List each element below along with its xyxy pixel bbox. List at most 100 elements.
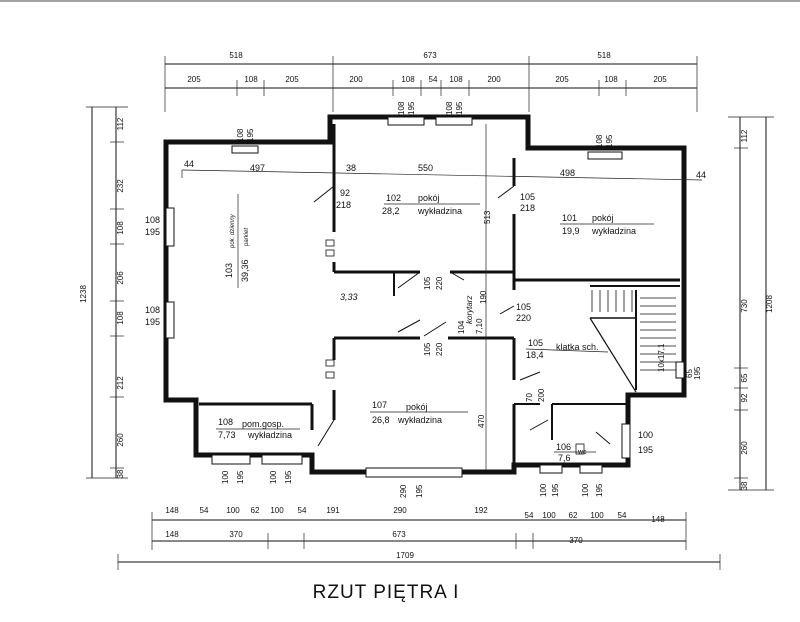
dim-right-total: 1208 xyxy=(765,295,774,313)
room-101-name: pokój xyxy=(592,213,614,223)
window-labels: 108 195 108 195 108 195 108 195 108 195 … xyxy=(145,101,702,498)
window-bottom-108-b xyxy=(261,454,303,465)
win-top-left-w: 108 xyxy=(236,128,245,142)
win-left1-w: 108 xyxy=(145,215,160,225)
dim-bot-r1-8: 290 xyxy=(393,506,407,515)
room-102-floor: wykładzina xyxy=(417,206,462,216)
dim-bot-total: 1709 xyxy=(396,551,414,560)
window-top-mid-2 xyxy=(435,116,473,126)
window-top-mid-1 xyxy=(387,116,425,126)
room-107-floor: wykładzina xyxy=(397,415,442,425)
room-102: 102 pokój 28,2 wykładzina xyxy=(382,193,480,216)
dim-right-part-3: 65 xyxy=(740,373,749,382)
door-218-a: 218 xyxy=(336,200,351,210)
dim-bot-r1-6: 54 xyxy=(298,506,307,515)
door-105-a: 105 xyxy=(520,192,535,202)
window-left-2 xyxy=(165,301,175,339)
room-103-number: 103 xyxy=(224,263,234,278)
dim-513: 513 xyxy=(483,210,492,224)
dim-bot-r1-13: 100 xyxy=(590,511,604,520)
interior-walls xyxy=(199,124,680,465)
room-102-number: 102 xyxy=(386,193,401,203)
win-top-right-h: 195 xyxy=(605,134,614,148)
room-108-floor: wykładzina xyxy=(247,430,292,440)
room-105-name: klatka sch. xyxy=(556,342,599,352)
dim-498: 498 xyxy=(560,168,575,178)
dim-bot-r1-12: 62 xyxy=(569,511,578,520)
room-106: 106 wc 7,6 xyxy=(554,442,596,463)
window-left-1 xyxy=(165,207,175,247)
dim-bot-r2-4: 370 xyxy=(569,536,583,545)
room-101: 101 pokój 19,9 wykładzina xyxy=(560,213,654,236)
stairs xyxy=(591,290,676,371)
win-top-right-w: 108 xyxy=(595,134,604,148)
dim-right-part-2: 730 xyxy=(740,299,749,313)
win-right-wc-h: 195 xyxy=(638,445,653,455)
door-105-d: 105 xyxy=(423,342,432,356)
win-top-left-h: 195 xyxy=(246,128,255,142)
room-102-name: pokój xyxy=(418,193,440,203)
door-220-b: 220 xyxy=(435,276,444,290)
dim-left-part-6: 212 xyxy=(116,376,125,390)
dim-bot-r2-2: 370 xyxy=(229,530,243,539)
drawing-title: RZUT PIĘTRA I xyxy=(313,582,460,603)
window-right-wc xyxy=(621,423,631,459)
win-bot108a-h: 195 xyxy=(236,470,245,484)
win-bot106b-h: 195 xyxy=(595,483,604,497)
room-101-area: 19,9 xyxy=(562,226,580,236)
room-104-name: korytarz xyxy=(465,296,474,324)
dim-right-part-4: 92 xyxy=(740,393,749,402)
interior-dims: 44 497 38 550 498 44 513 470 92 218 105 … xyxy=(184,159,706,428)
room-105: 105 klatka sch. 18,4 xyxy=(525,338,609,360)
dimensions-top: 518 673 518 205 108 205 200 108 54 108 2… xyxy=(164,51,698,112)
dim-left-total: 1238 xyxy=(79,285,88,303)
window-bottom-108-a xyxy=(211,454,251,465)
dim-left-part-8: 38 xyxy=(116,469,125,478)
dim-left-part-7: 260 xyxy=(116,433,125,447)
door-92: 92 xyxy=(340,188,350,198)
dimensions-left: 1238 112 232 108 206 108 212 260 38 xyxy=(79,106,128,478)
win-bot108a-w: 100 xyxy=(221,470,230,484)
dim-bot-r1-3: 100 xyxy=(226,506,240,515)
room-104: 104 korytarz 7,10 xyxy=(457,296,484,334)
room-103-name: pok. dzienny xyxy=(230,213,236,249)
door-190: 190 xyxy=(479,290,488,304)
dim-left-part-5: 108 xyxy=(116,311,125,325)
dim-left-part-4: 206 xyxy=(116,271,125,285)
win-bot108b-w: 100 xyxy=(269,470,278,484)
dim-470: 470 xyxy=(477,414,486,428)
door-70: 70 xyxy=(525,393,534,402)
room-107: 107 pokój 26,8 wykładzina xyxy=(370,400,468,425)
door-220-a: 220 xyxy=(516,313,531,323)
dim-bot-r1-2: 54 xyxy=(200,506,209,515)
dim-top-inner-1: 205 xyxy=(187,75,201,84)
win-top-mid2-w: 108 xyxy=(445,101,454,115)
door-200: 200 xyxy=(537,388,546,402)
dim-top-inner-3: 205 xyxy=(285,75,299,84)
dim-left-part-2: 232 xyxy=(116,179,125,193)
room-108-number: 108 xyxy=(218,417,233,427)
dim-right-part-5: 260 xyxy=(740,441,749,455)
dim-top-outer-2: 673 xyxy=(423,51,437,60)
dim-right-part-1: 112 xyxy=(740,129,749,142)
door-105-c: 105 xyxy=(423,276,432,290)
room-104-number: 104 xyxy=(457,320,466,334)
dim-top-inner-10: 108 xyxy=(604,75,618,84)
win-left1-h: 195 xyxy=(145,227,160,237)
win-bot106a-w: 100 xyxy=(539,483,548,497)
dim-bot-r1-11: 100 xyxy=(542,511,556,520)
dim-550: 550 xyxy=(418,163,433,173)
room-107-name: pokój xyxy=(406,402,428,412)
room-102-area: 28,2 xyxy=(382,206,400,216)
win-left2-h: 195 xyxy=(145,317,160,327)
window-bottom-107 xyxy=(365,467,463,478)
room-107-number: 107 xyxy=(372,400,387,410)
win-bot106b-w: 100 xyxy=(581,483,590,497)
dim-bot-r2-1: 148 xyxy=(165,530,179,539)
win-top-mid2-h: 195 xyxy=(455,101,464,115)
door-105-b: 105 xyxy=(516,302,531,312)
win-right-stair-w: 65 xyxy=(685,369,694,378)
win-bot108b-h: 195 xyxy=(284,470,293,484)
room-103-area: 39,36 xyxy=(240,259,250,282)
